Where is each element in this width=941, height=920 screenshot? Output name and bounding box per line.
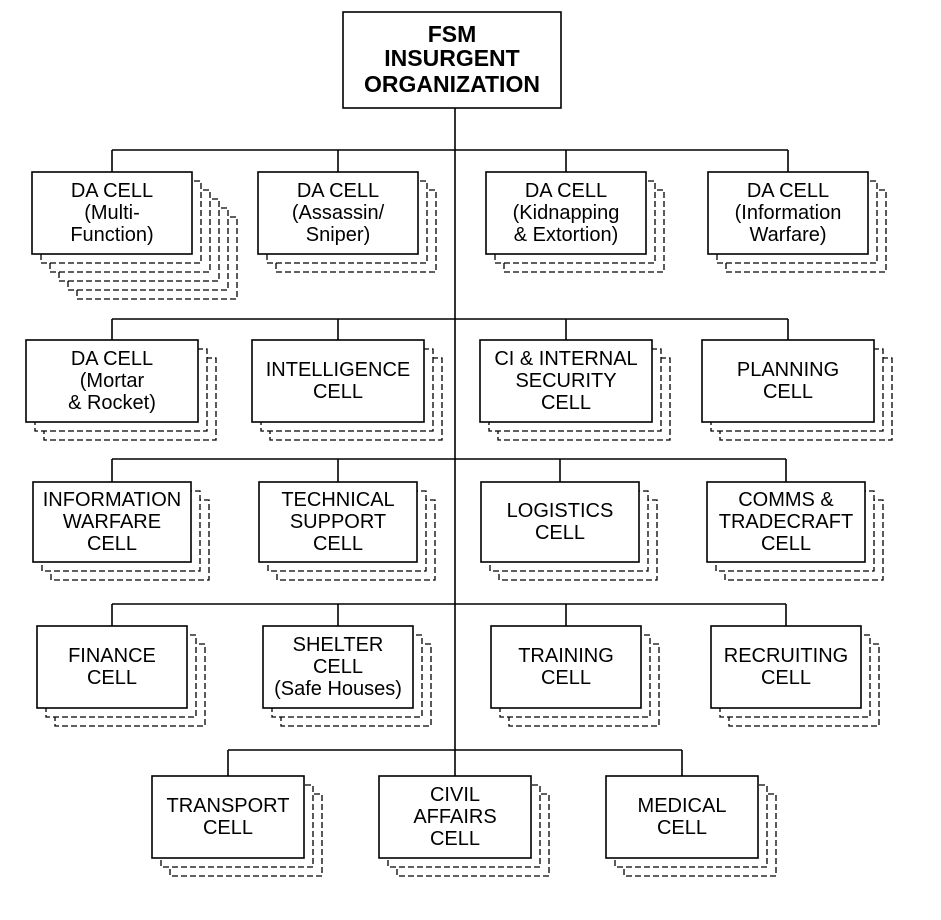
civil-affairs-cell-box xyxy=(378,775,532,859)
civil-affairs-cell-label-line-3: CELL xyxy=(430,828,480,850)
comms-tradecraft-cell-box xyxy=(706,481,866,563)
training-cell-label-line-2: CELL xyxy=(541,667,591,689)
medical-cell-label-line-1: MEDICAL xyxy=(638,795,727,817)
da-cell-mortar-rocket-label-line-1: DA CELL xyxy=(71,348,153,370)
information-warfare-cell-box xyxy=(32,481,192,563)
information-warfare-cell-label-line-3: CELL xyxy=(87,533,137,555)
planning-cell-label-line-2: CELL xyxy=(763,381,813,403)
training-cell-label-line-1: TRAINING xyxy=(518,645,614,667)
civil-affairs-cell-label-line-1: CIVIL xyxy=(430,784,480,806)
da-cell-kidnapping-extortion-label-line-2: (Kidnapping xyxy=(513,202,620,224)
da-cell-mortar-rocket-label-line-3: & Rocket) xyxy=(68,392,156,414)
information-warfare-cell-label-line-2: WARFARE xyxy=(63,511,161,533)
transport-cell-label-line-1: TRANSPORT xyxy=(167,795,290,817)
comms-tradecraft-cell-label-line-2: TRADECRAFT xyxy=(719,511,853,533)
shelter-cell-box xyxy=(262,625,414,709)
finance-cell-label-line-1: FINANCE xyxy=(68,645,156,667)
da-cell-information-warfare-box xyxy=(707,171,869,255)
recruiting-cell-label-line-2: CELL xyxy=(761,667,811,689)
root-node: FSM INSURGENT ORGANIZATION xyxy=(342,11,562,109)
intelligence-cell-label-line-2: CELL xyxy=(313,381,363,403)
civil-affairs-cell-label-line-2: AFFAIRS xyxy=(413,806,496,828)
da-cell-multi-function: DA CELL(Multi-Function) xyxy=(31,171,238,300)
ci-internal-security-cell-label-line-1: CI & INTERNAL xyxy=(494,348,637,370)
root-label-line-1: FSM xyxy=(428,21,477,47)
information-warfare-cell-label-line-1: INFORMATION xyxy=(43,489,182,511)
finance-cell-box xyxy=(36,625,188,709)
technical-support-cell-label-line-1: TECHNICAL xyxy=(281,489,394,511)
technical-support-cell-label-line-2: SUPPORT xyxy=(290,511,386,533)
shelter-cell-label-line-3: (Safe Houses) xyxy=(274,678,402,700)
training-cell-box xyxy=(490,625,642,709)
root-box xyxy=(342,11,562,109)
logistics-cell-label-line-1: LOGISTICS xyxy=(507,500,614,522)
da-cell-mortar-rocket: DA CELL(Mortar& Rocket) xyxy=(25,339,217,441)
planning-cell-box xyxy=(701,339,875,423)
da-cell-information-warfare-label-line-3: Warfare) xyxy=(749,224,826,246)
da-cell-assassin-sniper-label-line-3: Sniper) xyxy=(306,224,370,246)
comms-tradecraft-cell-label-line-3: CELL xyxy=(761,533,811,555)
root-label-line-2: INSURGENT xyxy=(384,45,519,71)
ci-internal-security-cell-box xyxy=(479,339,653,423)
medical-cell-label-line-2: CELL xyxy=(657,817,707,839)
da-cell-kidnapping-extortion-label-line-1: DA CELL xyxy=(525,180,607,202)
root-label-line-3: ORGANIZATION xyxy=(364,71,540,97)
transport-cell-box xyxy=(151,775,305,859)
technical-support-cell-label-line-3: CELL xyxy=(313,533,363,555)
finance-cell-label-line-2: CELL xyxy=(87,667,137,689)
intelligence-cell-box xyxy=(251,339,425,423)
transport-cell-label-line-2: CELL xyxy=(203,817,253,839)
da-cell-information-warfare-label-line-1: DA CELL xyxy=(747,180,829,202)
comms-tradecraft-cell-label-line-1: COMMS & xyxy=(738,489,834,511)
ci-internal-security-cell-label-line-2: SECURITY xyxy=(515,370,616,392)
logistics-cell-box xyxy=(480,481,640,563)
da-cell-assassin-sniper-label-line-1: DA CELL xyxy=(297,180,379,202)
da-cell-multi-function-label-line-1: DA CELL xyxy=(71,180,153,202)
da-cell-kidnapping-extortion-label-line-3: & Extortion) xyxy=(514,224,618,246)
medical-cell-box xyxy=(605,775,759,859)
da-cell-multi-function-label-line-2: (Multi- xyxy=(84,202,140,224)
recruiting-cell-label-line-1: RECRUITING xyxy=(724,645,848,667)
connector-lines xyxy=(111,108,789,776)
da-cell-assassin-sniper: DA CELL(Assassin/Sniper) xyxy=(257,171,437,273)
technical-support-cell-box xyxy=(258,481,418,563)
da-cell-multi-function-box xyxy=(31,171,193,255)
da-cell-mortar-rocket-label-line-2: (Mortar xyxy=(80,370,145,392)
da-cell-kidnapping-extortion: DA CELL(Kidnapping& Extortion) xyxy=(485,171,665,273)
da-cell-kidnapping-extortion-box xyxy=(485,171,647,255)
da-cell-assassin-sniper-box xyxy=(257,171,419,255)
da-cell-assassin-sniper-label-line-2: (Assassin/ xyxy=(292,202,385,224)
planning-cell-label-line-1: PLANNING xyxy=(737,359,839,381)
ci-internal-security-cell-label-line-3: CELL xyxy=(541,392,591,414)
da-cell-multi-function-label-line-3: Function) xyxy=(70,224,153,246)
recruiting-cell-box xyxy=(710,625,862,709)
da-cell-information-warfare-label-line-2: (Information xyxy=(735,202,842,224)
shelter-cell-label-line-1: SHELTER xyxy=(293,634,384,656)
intelligence-cell-label-line-1: INTELLIGENCE xyxy=(266,359,410,381)
cells-layer: DA CELL(Multi-Function)DA CELL(Assassin/… xyxy=(25,171,893,877)
logistics-cell-label-line-2: CELL xyxy=(535,522,585,544)
da-cell-mortar-rocket-box xyxy=(25,339,199,423)
shelter-cell-label-line-2: CELL xyxy=(313,656,363,678)
